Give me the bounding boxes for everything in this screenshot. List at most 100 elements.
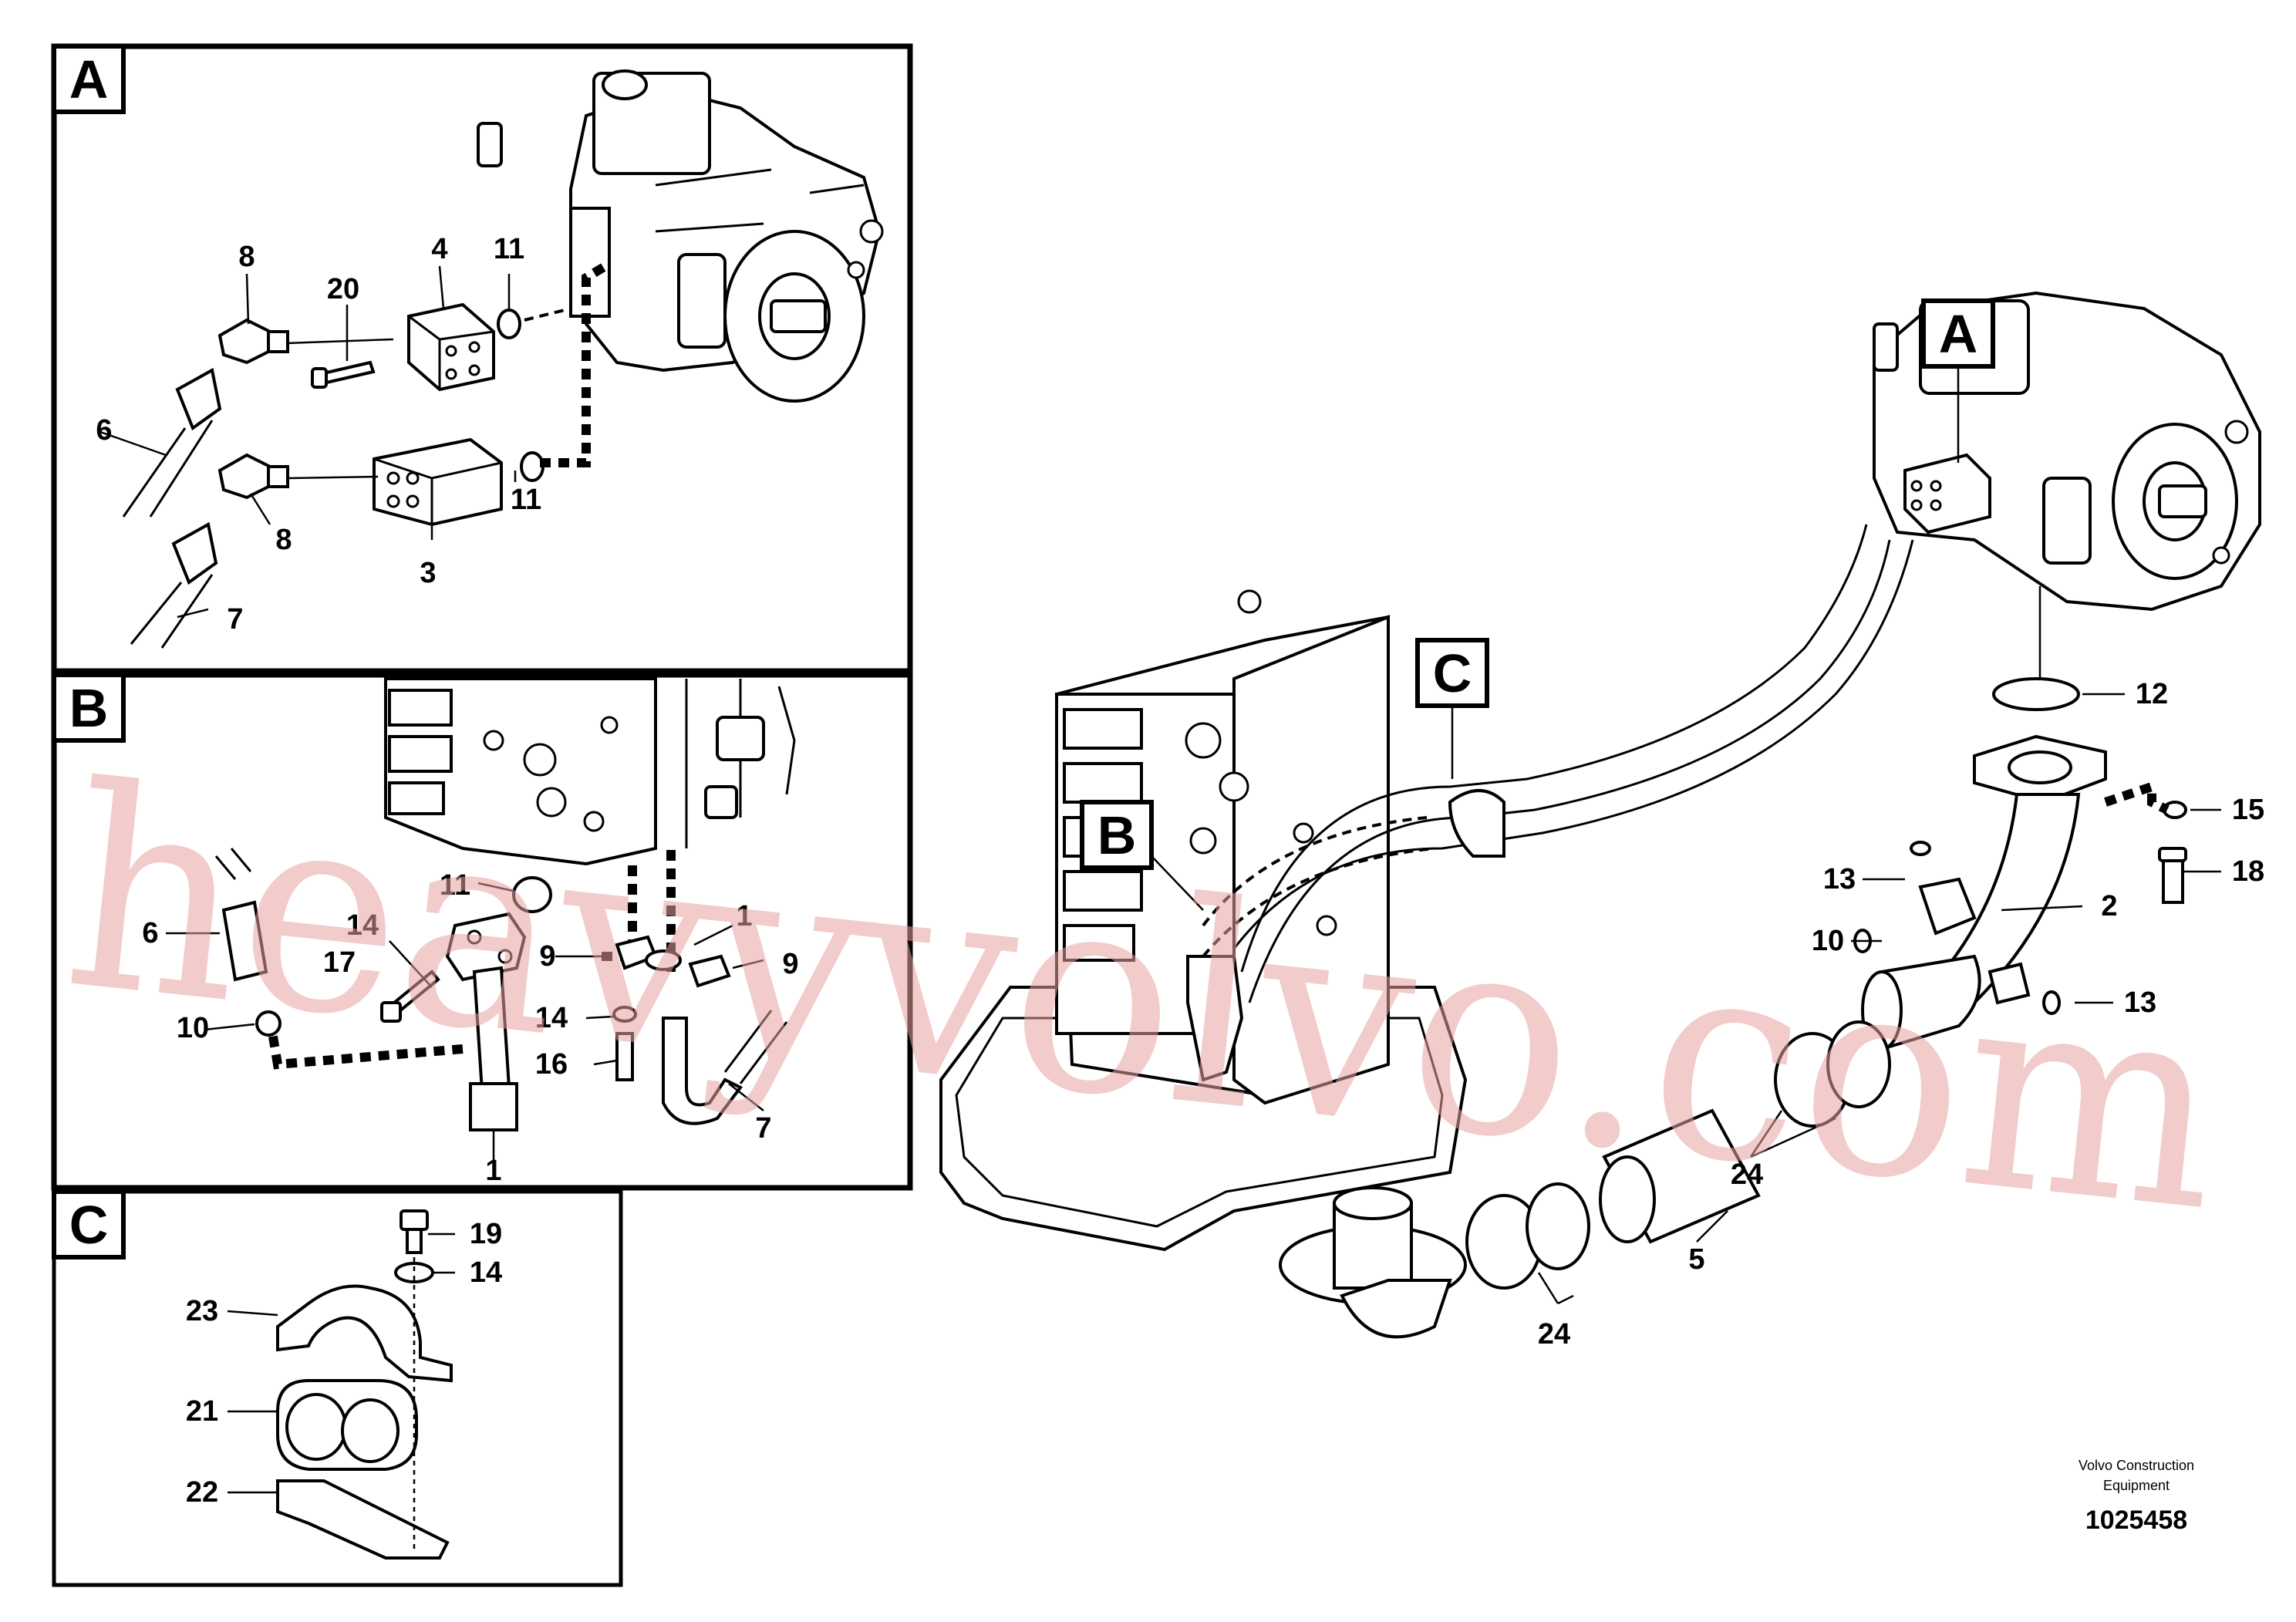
plate-22	[276, 1479, 450, 1560]
panel-c-tag: C	[69, 1195, 109, 1255]
washer-14-b	[612, 1006, 637, 1023]
pump-main	[1873, 291, 2261, 612]
callout-main-2: 2	[2101, 890, 2117, 922]
bolt-18	[2162, 855, 2184, 904]
routing-dash-a	[540, 261, 609, 467]
callout-main-13-right: 13	[2124, 986, 2156, 1019]
callout-main-15: 15	[2232, 794, 2264, 826]
clamp-9-right	[688, 954, 731, 988]
routing-dash-a2	[524, 307, 571, 322]
callout-main-5: 5	[1688, 1243, 1704, 1276]
callout-b-6: 6	[142, 917, 158, 949]
callout-a-11-bottom: 11	[511, 484, 541, 516]
hose-dash-1	[1202, 816, 1428, 927]
bolt-20	[311, 360, 376, 389]
callout-b-1-top: 1	[736, 900, 752, 932]
callout-b-17: 17	[323, 946, 356, 979]
callout-c-23: 23	[186, 1295, 218, 1327]
drawing-number: 1025458	[2085, 1506, 2187, 1535]
hose-7	[130, 521, 218, 649]
hose-line-2	[1240, 524, 1868, 973]
bolt-19	[400, 1209, 429, 1254]
callout-c-21: 21	[186, 1395, 218, 1428]
callout-a-4: 4	[431, 233, 447, 265]
callout-main-24-right: 24	[1731, 1158, 1763, 1191]
callout-b-11: 11	[440, 869, 470, 902]
hose-line-1	[1248, 539, 1891, 1003]
o-ring-1-b	[645, 949, 682, 971]
hose-6-b	[214, 848, 268, 982]
panel-a: A	[51, 43, 913, 674]
valve-connector	[1186, 955, 1244, 1082]
port-fitting	[1988, 962, 2031, 1005]
panel-b-tag-box	[52, 673, 126, 743]
flange-1	[445, 912, 527, 1131]
clamp-block-21	[276, 1379, 418, 1471]
callout-a-7: 7	[227, 603, 243, 636]
hose-6	[122, 367, 222, 518]
fitting-8-lower	[217, 453, 289, 500]
callout-a-11-top: 11	[494, 233, 524, 265]
callout-a-8-bottom: 8	[275, 524, 292, 556]
suction-line	[1465, 677, 2107, 1290]
panel-b-tag: B	[69, 678, 109, 738]
callout-main-13-top: 13	[1823, 863, 1856, 895]
main-view: A C B 12 15 18 13 2 10 13 24 5 24	[939, 291, 2264, 1351]
callout-a-3: 3	[420, 557, 436, 589]
control-valve	[1054, 589, 1391, 1105]
pump-illustration-a	[477, 69, 884, 403]
pipe-7-b	[662, 1017, 743, 1125]
company-name-line2: Equipment	[2103, 1478, 2170, 1493]
view-tag-c-box	[1415, 638, 1489, 708]
view-tag-b: B	[1097, 805, 1137, 865]
callout-b-10: 10	[177, 1012, 209, 1044]
panel-a-tag-box	[52, 44, 126, 114]
callout-b-16: 16	[535, 1048, 568, 1081]
block-4	[407, 302, 495, 392]
bolt-16	[615, 1032, 634, 1081]
tank-port	[1279, 1186, 1467, 1339]
callout-main-24-left: 24	[1538, 1318, 1570, 1351]
callout-b-7: 7	[755, 1112, 771, 1145]
callout-c-22: 22	[186, 1476, 218, 1509]
callout-c-14: 14	[470, 1256, 502, 1289]
callout-main-10: 10	[1812, 925, 1844, 957]
callout-b-14-lower: 14	[535, 1002, 568, 1034]
fitting-8-upper	[217, 318, 289, 365]
o-ring-11-b	[512, 876, 552, 913]
valve-illustration-b	[384, 677, 796, 866]
o-ring-10-b	[255, 1010, 282, 1037]
title-block: Volvo Construction Equipment 1025458	[2079, 1458, 2194, 1535]
bolt-17	[380, 969, 440, 1023]
panel-a-tag: A	[69, 49, 109, 110]
block-3	[373, 437, 503, 527]
panel-b: B	[51, 672, 913, 1191]
elbow-fitting	[1918, 877, 1977, 936]
hose-clamp-c	[1448, 789, 1505, 858]
o-ring-11-lower	[520, 451, 544, 482]
callout-b-9-right: 9	[782, 948, 798, 980]
callout-b-14: 14	[346, 909, 379, 942]
routing-dash-main	[2104, 780, 2170, 814]
bracket-23	[276, 1284, 453, 1383]
o-ring-12	[1992, 677, 2080, 711]
panel-c-tag-box	[52, 1189, 126, 1259]
callout-a-6: 6	[96, 414, 112, 447]
routing-dash-b1	[602, 864, 637, 961]
washer-15	[2163, 801, 2187, 819]
callout-b-1-bottom: 1	[485, 1155, 501, 1187]
callout-main-18: 18	[2232, 855, 2264, 888]
callout-a-8-top: 8	[238, 241, 255, 273]
callout-b-9-left: 9	[539, 940, 555, 973]
hose-line-3	[1232, 539, 1914, 949]
callout-main-12: 12	[2136, 678, 2168, 710]
o-ring-11-upper	[497, 309, 521, 339]
view-tag-a: A	[1939, 304, 1978, 364]
pump-block-a	[1903, 453, 1991, 534]
o-ring-13-right	[2042, 990, 2061, 1015]
view-tag-b-box	[1080, 800, 1154, 870]
o-ring-13-top	[1910, 841, 1931, 856]
hose-dash-2	[1202, 847, 1435, 958]
callout-a-20: 20	[327, 273, 359, 305]
